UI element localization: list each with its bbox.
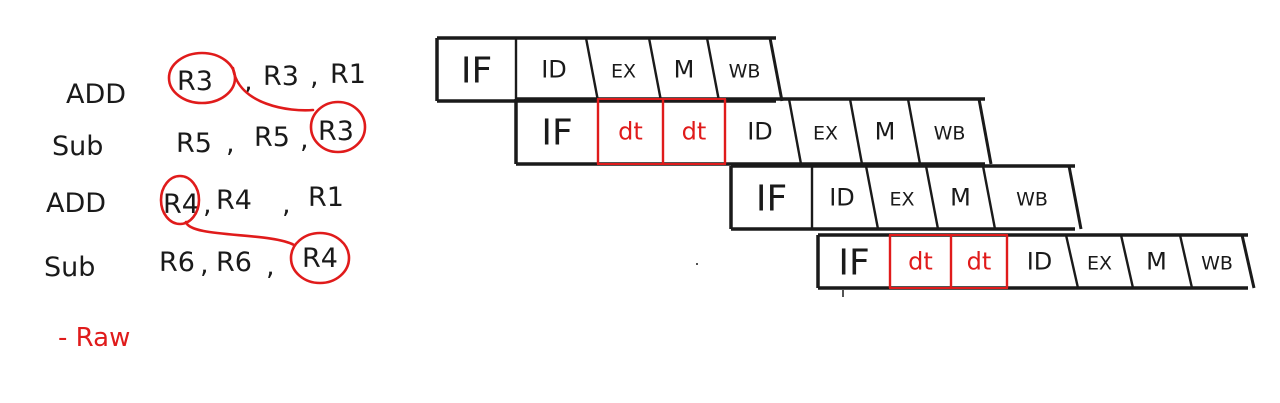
stage-label: IF [838,243,869,284]
operand-separator: , [200,249,209,280]
stage-label: M [1146,248,1167,276]
stage-divider [1064,234,1080,289]
operand-separator: , [310,61,319,92]
instruction-dest-register: R5 [176,128,212,159]
stage-label: WB [729,61,761,83]
stage-divider [584,37,600,102]
stall-label: dt [967,248,992,276]
stage-label: M [674,56,695,84]
stage-label: EX [889,189,914,211]
operand-separator: , [266,251,275,282]
stage-label: WB [1201,253,1233,275]
stage-label: IF [756,179,787,220]
instruction-row: ADD R4 , R4 , R1 [46,182,344,220]
pipeline-row: IF dt dt ID EX M WB [816,233,1256,290]
dependency-annotations [159,51,367,285]
stall-label: dt [682,118,707,146]
instruction-src1-register: R6 [216,247,252,278]
instruction-src1-register: R5 [254,122,290,153]
stage-divider [906,98,922,165]
stage-label: IF [541,113,572,154]
instruction-src1-register: R4 [216,185,252,216]
stage-divider [981,165,997,230]
stage-divider [1178,234,1194,289]
instruction-src2-register: R1 [308,182,344,213]
stage-label: ID [829,184,855,212]
instruction-opcode: Sub [44,252,95,283]
stage-label: EX [1087,253,1112,275]
operand-separator: , [244,66,253,97]
instruction-list: ADD R3 , R3 , R1 Sub R5 , R5 , R3 ADD R4… [44,59,366,283]
instruction-opcode: Sub [52,131,103,162]
stage-divider [768,37,784,102]
stage-divider [647,37,663,102]
instruction-dest-register: R3 [177,66,213,97]
instruction-row: Sub R6 , R6 , R4 [44,243,338,283]
hazard-circle [309,100,367,154]
hazard-type-note: - Raw [58,323,130,353]
stage-divider [1119,234,1135,289]
stray-dot [696,263,698,265]
stage-divider [977,98,993,165]
stage-label: M [875,118,896,146]
stage-label: ID [541,56,567,84]
stall-label: dt [908,248,933,276]
stage-divider [787,98,803,165]
stage-divider [1067,165,1083,230]
stage-divider [1240,234,1256,289]
stage-label: EX [813,123,838,145]
operand-separator: , [282,189,291,220]
instruction-row: ADD R3 , R3 , R1 [66,59,366,110]
stage-label: ID [1027,248,1053,276]
dependency-line [184,220,296,247]
operand-separator: , [300,124,309,155]
stage-label: M [950,184,971,212]
stage-label: WB [1016,189,1048,211]
hazard-circle [289,231,351,285]
instruction-src2-register: R3 [318,116,354,147]
instruction-opcode: ADD [46,188,106,219]
stage-label: ID [747,118,773,146]
stage-label: WB [934,123,966,145]
stage-divider [924,165,940,230]
hazard-circle [159,174,201,226]
stage-divider [705,37,721,102]
pipeline-row: IF dt dt ID EX M WB [514,97,993,166]
instruction-opcode: ADD [66,79,126,110]
operand-separator: , [203,189,212,220]
instruction-src2-register: R4 [302,243,338,274]
pipeline-row: IF ID EX M WB [729,164,1083,231]
stage-divider [848,98,864,165]
instruction-src1-register: R3 [263,61,299,92]
operand-separator: , [226,128,235,159]
stage-divider [864,165,880,230]
instruction-dest-register: R4 [163,189,199,220]
instruction-row: Sub R5 , R5 , R3 [52,116,354,162]
instruction-src2-register: R1 [330,59,366,90]
dependency-line [231,66,315,112]
stall-label: dt [618,118,643,146]
pipeline-row: IF ID EX M WB [435,36,784,103]
stage-label: EX [611,61,636,83]
stage-label: IF [461,51,492,92]
instruction-dest-register: R6 [159,247,195,278]
